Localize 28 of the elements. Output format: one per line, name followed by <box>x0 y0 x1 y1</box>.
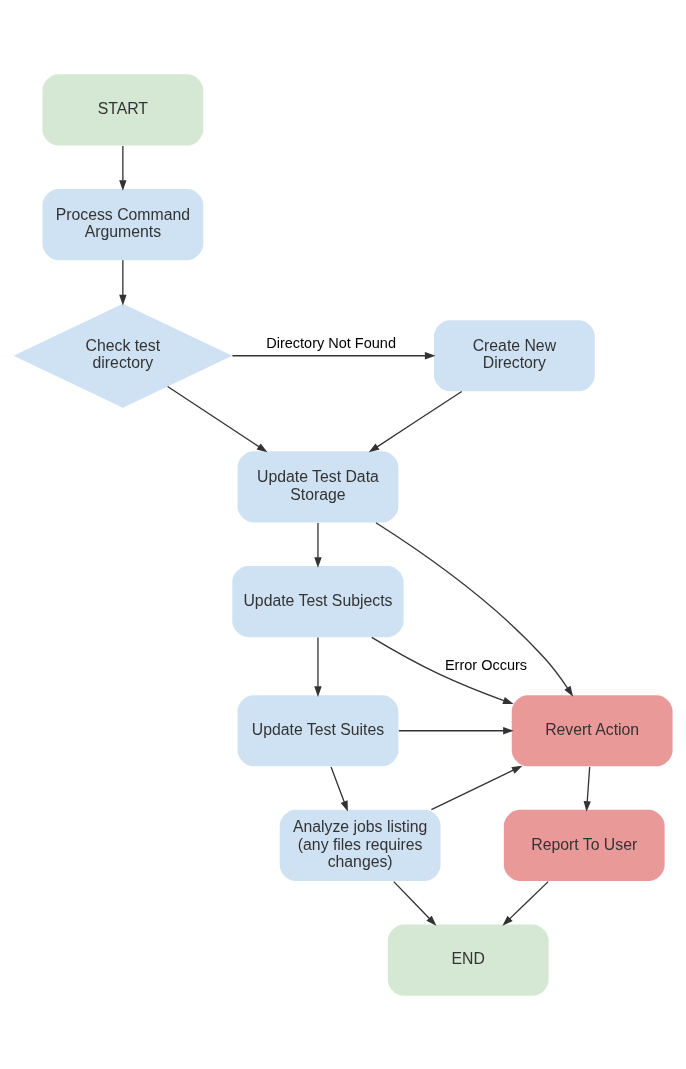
node-box: Analyze jobs listing (any files requires changes) <box>279 809 441 881</box>
arrow <box>398 726 514 734</box>
arrow <box>371 636 514 704</box>
node-diamond: Check test directory <box>13 303 233 408</box>
arrow <box>330 765 348 812</box>
edge-label: Error Occurs <box>444 656 528 673</box>
arrow <box>314 636 322 697</box>
node-box: Revert Action <box>511 694 673 766</box>
node-box: Update Test Subjects <box>232 565 404 637</box>
arrow <box>119 144 127 191</box>
node-box: END <box>387 924 549 996</box>
node-box: Update Test Suites <box>237 694 399 766</box>
node-box: START <box>42 73 204 145</box>
node-box: Update Test Data Storage <box>237 450 399 522</box>
node-box: Create New Directory <box>433 319 595 391</box>
arrow <box>430 765 523 810</box>
node-box: Report To User <box>503 809 665 881</box>
arrow <box>368 390 463 452</box>
arrow <box>166 385 268 452</box>
arrow <box>119 259 127 305</box>
node-box: Process Command Arguments <box>42 188 204 260</box>
arrow <box>314 521 322 568</box>
arrow <box>502 880 549 926</box>
arrow <box>583 765 591 812</box>
arrow <box>231 351 436 359</box>
arrow <box>375 521 574 697</box>
edge-label: Directory Not Found <box>266 334 396 351</box>
arrow <box>393 880 437 926</box>
